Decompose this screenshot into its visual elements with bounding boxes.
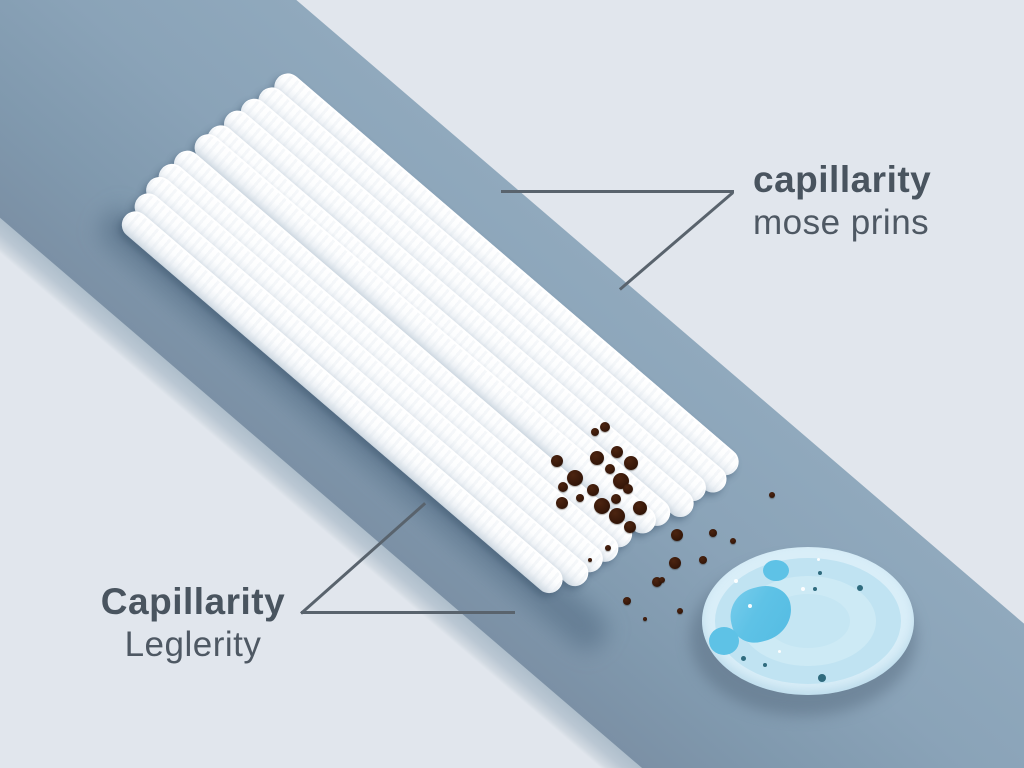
droplet-sparkle [801, 587, 805, 591]
droplet-dot [857, 585, 863, 591]
droplet-blob [763, 560, 789, 581]
dirt-particle [624, 456, 638, 470]
dirt-particle [611, 446, 623, 458]
dirt-particle [624, 521, 636, 533]
dirt-particle [551, 455, 563, 467]
label-top-subtitle: mose prins [753, 202, 930, 242]
dirt-particle [591, 428, 599, 436]
droplet-dot [813, 587, 817, 591]
droplet-sparkle [777, 649, 781, 653]
dirt-particle [556, 497, 568, 509]
dirt-particle [594, 498, 610, 514]
dirt-particle [587, 484, 599, 496]
droplet-dot [818, 571, 822, 575]
droplet-dot [818, 674, 826, 682]
dirt-particle [611, 494, 621, 504]
droplet-dot [763, 663, 767, 667]
leader-line-top-horizontal [501, 190, 734, 193]
dirt-particle [643, 617, 647, 621]
label-bottom: Capillarity Leglerity [83, 580, 303, 666]
dirt-particle [558, 482, 568, 492]
droplet-sparkle [816, 557, 820, 561]
dirt-particle [588, 558, 592, 562]
dirt-particle [590, 451, 604, 465]
dirt-particle [677, 608, 683, 614]
leader-line-top-diagonal [618, 191, 734, 291]
dirt-particle [605, 464, 615, 474]
droplet-dot [740, 655, 746, 661]
droplet-blob [709, 627, 739, 655]
label-top-title: capillarity [753, 159, 932, 200]
dirt-particle [699, 556, 707, 564]
label-bottom-subtitle: Leglerity [124, 624, 262, 664]
water-droplet [702, 547, 914, 695]
dirt-particle [609, 508, 625, 524]
dirt-particle [652, 577, 662, 587]
dirt-particle [669, 557, 681, 569]
dirt-particle [623, 484, 633, 494]
dirt-particle [600, 422, 610, 432]
droplet-sparkle [734, 579, 738, 583]
dirt-particle [633, 501, 647, 515]
label-top: capillarity mose prins [753, 158, 1023, 244]
label-bottom-title: Capillarity [100, 581, 286, 622]
leader-line-bottom-horizontal [301, 611, 515, 614]
droplet-sparkle [748, 604, 752, 608]
dirt-particle [709, 529, 717, 537]
dirt-particle [576, 494, 584, 502]
dirt-particle [605, 545, 611, 551]
dirt-particle [623, 597, 631, 605]
dirt-particle [671, 529, 683, 541]
dirt-particle [730, 538, 736, 544]
dirt-particle [567, 470, 583, 486]
dirt-particle [659, 577, 665, 583]
dirt-particle [769, 492, 775, 498]
